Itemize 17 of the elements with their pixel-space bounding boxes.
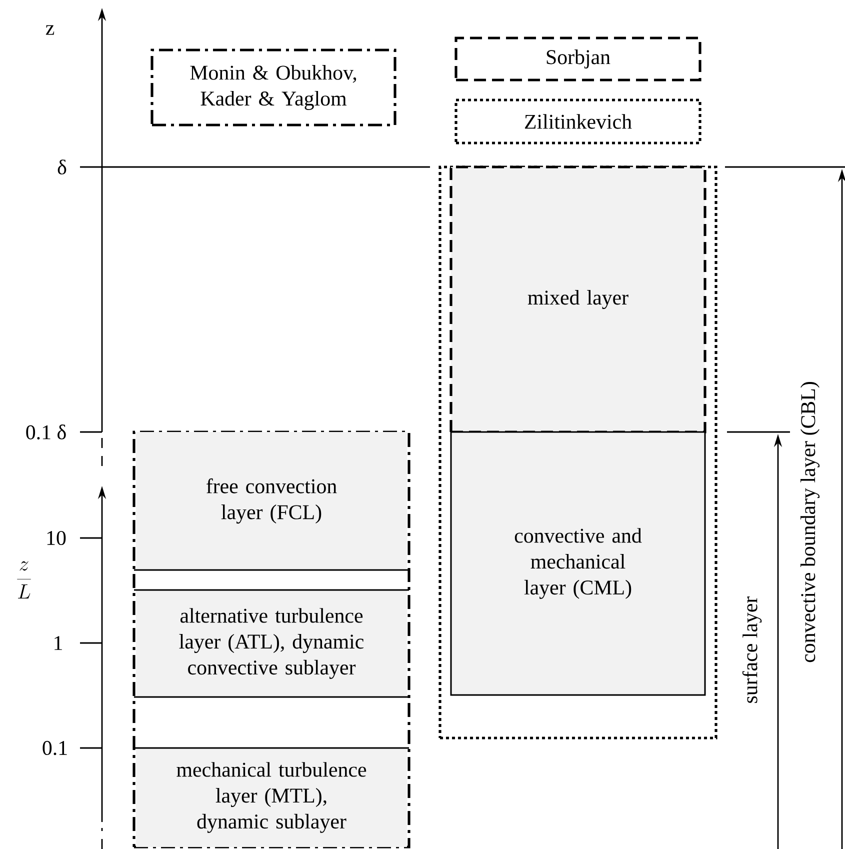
layer-box: free convection layer (FCL) (134, 432, 409, 571)
tick-label: 0.1 (42, 740, 67, 756)
source-key-box: Zilitinkevich (454, 98, 702, 144)
layer-box: convective and mechanical layer (CML) (450, 431, 706, 696)
layer-box: mixed layer (450, 166, 706, 434)
layer-box: alternative turbulence layer (ATL), dynamic convective sublayer (134, 589, 409, 698)
tick-label: δ (58, 160, 66, 174)
tick-label: 10 (47, 530, 66, 546)
axis-label: z (46, 25, 54, 35)
layer-label: surface layer (742, 596, 762, 703)
tick-label: 1 (54, 636, 62, 650)
layer-label: convective boundary layer (CBL) (800, 382, 820, 662)
source-key-box: Monin & Obukhov, Kader & Yaglom (150, 48, 396, 126)
layer-box: mechanical turbulence layer (MTL), dynamic sublayer (134, 747, 409, 847)
axis-label: $\frac{z}{L}$ (17, 561, 31, 599)
tick-label: 0.1 δ (26, 424, 66, 440)
source-key-box: Sorbjan (454, 36, 702, 82)
